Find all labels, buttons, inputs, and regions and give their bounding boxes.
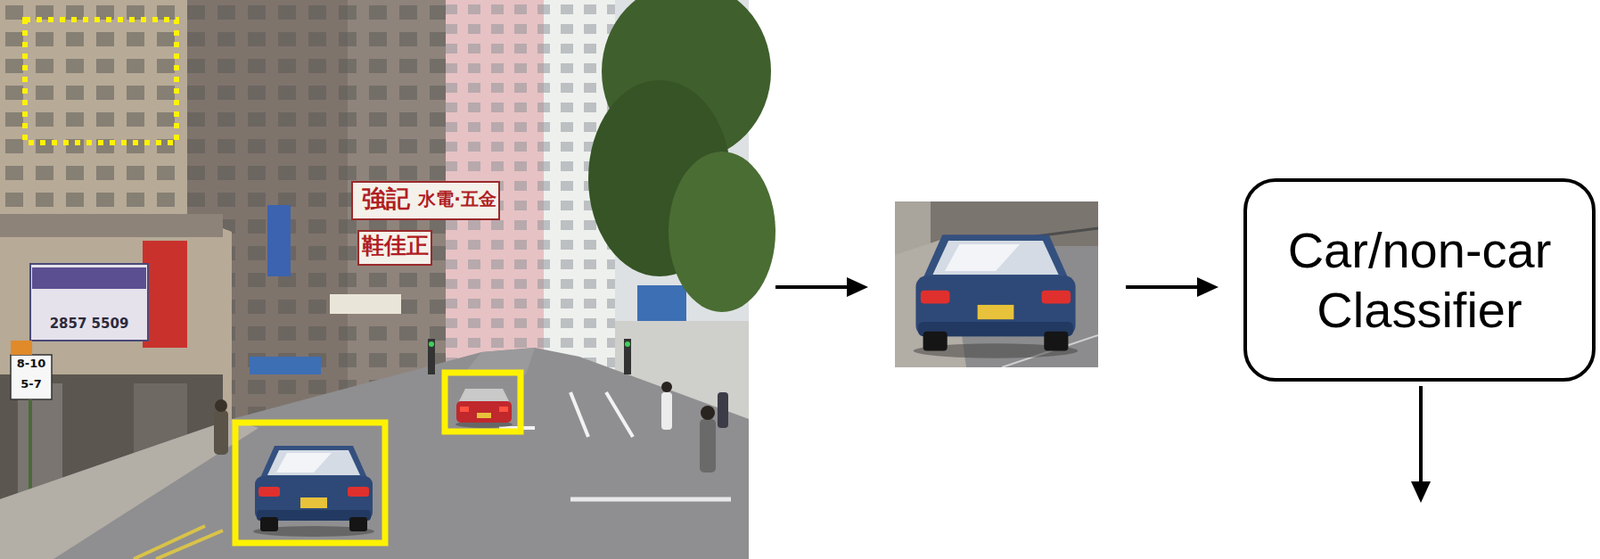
classifier-label: Car/non-car Classifier xyxy=(1263,220,1576,340)
classifier-box: Car/non-car Classifier xyxy=(1243,178,1596,382)
sign-text: 水電·五金 xyxy=(414,188,501,210)
sign-text: 8-10 xyxy=(10,357,52,371)
sign-text: 5-7 xyxy=(10,377,52,392)
sign-text: 2857 5509 xyxy=(32,316,147,332)
sign-text: 鞋佳正 xyxy=(359,233,431,260)
sign-text: 強記 xyxy=(353,184,419,213)
